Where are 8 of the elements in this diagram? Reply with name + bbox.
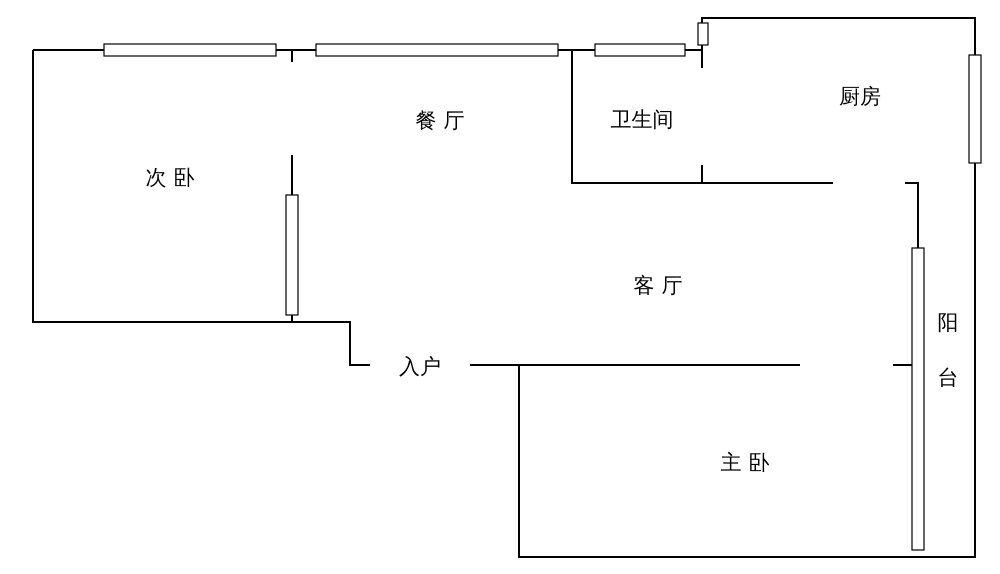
room-label: 入户 [399, 353, 441, 380]
room-label: 次 卧 [146, 164, 194, 192]
room-label: 厨房 [839, 83, 881, 110]
room-label: 卫生间 [610, 106, 674, 134]
room-label: 主 卧 [720, 449, 770, 476]
room-label: 餐 厅 [416, 107, 464, 134]
room-label: 阳台 [938, 309, 958, 391]
room-label: 客 厅 [634, 272, 682, 300]
